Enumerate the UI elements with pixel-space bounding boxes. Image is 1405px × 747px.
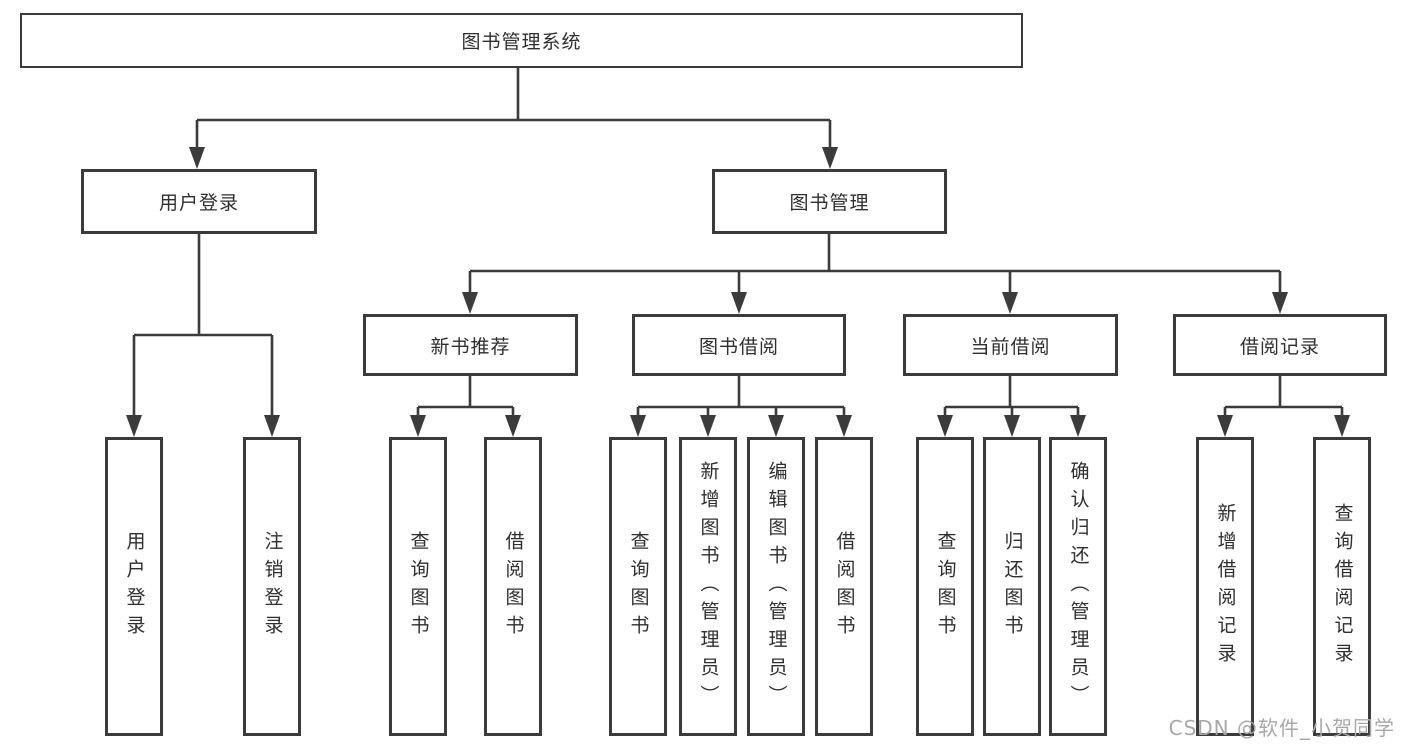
node-borrowing-records-label: 借阅记录 xyxy=(1239,335,1320,358)
node-leaf-query-borrow-record-label: 查询借阅记录 xyxy=(1331,502,1354,671)
connector-book-mgmt-to-level3 xyxy=(462,234,1288,314)
node-user-login-label: 用户登录 xyxy=(158,192,239,214)
node-leaf-logout: 注销登录 xyxy=(243,437,301,736)
node-book-management-label: 图书管理 xyxy=(789,192,870,214)
node-new-book-recommendation-label: 新书推荐 xyxy=(430,335,511,358)
node-leaf-borrow-books-1: 借阅图书 xyxy=(484,437,542,736)
node-borrowing-records: 借阅记录 xyxy=(1173,314,1387,376)
node-leaf-query-books-1-label: 查询图书 xyxy=(407,530,430,643)
node-book-borrowing-label: 图书借阅 xyxy=(698,335,779,358)
node-book-borrowing: 图书借阅 xyxy=(632,314,846,376)
node-leaf-logout-label: 注销登录 xyxy=(261,530,284,643)
csdn-watermark: CSDN @软件_小贺同学 xyxy=(1168,716,1395,740)
connector-root-to-level2 xyxy=(189,68,838,169)
node-leaf-query-books-2: 查询图书 xyxy=(609,437,667,736)
node-leaf-edit-books-admin-label: 编辑图书（管理员） xyxy=(765,460,788,713)
node-leaf-query-books-3-label: 查询图书 xyxy=(934,530,957,643)
connector-current-borrow-to-leaves xyxy=(937,376,1086,437)
node-leaf-confirm-return-admin-label: 确认归还（管理员） xyxy=(1067,460,1090,713)
node-leaf-query-books-2-label: 查询图书 xyxy=(627,530,650,643)
node-new-book-recommendation: 新书推荐 xyxy=(363,314,578,376)
node-leaf-return-books: 归还图书 xyxy=(983,437,1041,736)
connector-user-login-to-leaves xyxy=(126,234,280,437)
node-leaf-query-books-1: 查询图书 xyxy=(389,437,447,736)
node-leaf-add-borrow-record-label: 新增借阅记录 xyxy=(1214,502,1237,671)
node-current-borrowing: 当前借阅 xyxy=(903,314,1118,376)
node-leaf-add-borrow-record: 新增借阅记录 xyxy=(1196,437,1254,736)
connector-borrow-records-to-leaves xyxy=(1217,376,1350,437)
node-leaf-return-books-label: 归还图书 xyxy=(1001,530,1024,643)
node-root-system: 图书管理系统 xyxy=(20,13,1023,68)
node-leaf-add-books-admin-label: 新增图书（管理员） xyxy=(697,460,720,713)
node-leaf-borrow-books-1-label: 借阅图书 xyxy=(502,530,525,643)
node-current-borrowing-label: 当前借阅 xyxy=(970,335,1051,358)
node-leaf-confirm-return-admin: 确认归还（管理员） xyxy=(1049,437,1107,736)
node-root-system-label: 图书管理系统 xyxy=(461,31,582,53)
node-leaf-query-books-3: 查询图书 xyxy=(916,437,974,736)
node-leaf-borrow-books-2-label: 借阅图书 xyxy=(833,530,856,643)
node-leaf-add-books-admin: 新增图书（管理员） xyxy=(679,437,737,736)
connector-new-book-to-leaves xyxy=(410,376,521,437)
node-leaf-edit-books-admin: 编辑图书（管理员） xyxy=(747,437,805,736)
node-book-management: 图书管理 xyxy=(712,169,947,234)
node-leaf-borrow-books-2: 借阅图书 xyxy=(815,437,873,736)
node-leaf-user-login-label: 用户登录 xyxy=(123,530,146,643)
node-leaf-user-login: 用户登录 xyxy=(105,437,163,736)
node-leaf-query-borrow-record: 查询借阅记录 xyxy=(1313,437,1371,736)
connector-book-borrow-to-leaves xyxy=(630,376,852,437)
node-user-login: 用户登录 xyxy=(81,169,317,234)
